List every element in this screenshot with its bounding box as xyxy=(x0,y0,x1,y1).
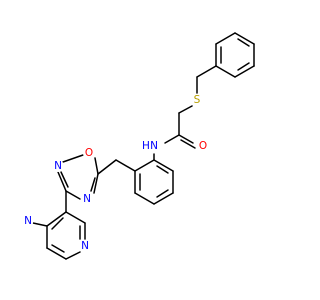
bond xyxy=(93,173,99,194)
bond xyxy=(156,165,169,174)
carbonyl-oxygen-atom: O xyxy=(197,140,209,152)
atom-label-o: O xyxy=(199,140,207,152)
pyrazine-nitrogen-atom: N xyxy=(22,215,34,227)
bond xyxy=(237,62,250,71)
bond xyxy=(196,65,217,78)
bond xyxy=(180,139,196,149)
atom-label-n: N xyxy=(24,215,32,227)
atom-label-o: O xyxy=(85,147,93,159)
amide-nitrogen-atom: N xyxy=(148,140,160,152)
oxadiazole-nitrogen-atom: N xyxy=(81,193,93,205)
bond xyxy=(134,159,155,172)
bond xyxy=(51,217,64,230)
atom-label-n: N xyxy=(81,240,89,252)
molecule-diagram: S O N H O N N N xyxy=(22,32,255,260)
bond xyxy=(178,105,193,114)
amide-hydrogen-atom: H xyxy=(141,140,151,152)
bond xyxy=(134,192,155,205)
bond xyxy=(237,38,250,47)
bond xyxy=(65,211,86,224)
pyrazine-nitrogen-atom: N xyxy=(79,240,91,252)
bond xyxy=(57,171,67,192)
bond xyxy=(60,171,69,188)
bond xyxy=(94,157,99,175)
bond xyxy=(65,190,81,200)
atom-label-n: N xyxy=(54,160,62,172)
bond xyxy=(46,211,67,227)
oxadiazole-nitrogen-atom: N xyxy=(52,160,64,172)
bond xyxy=(215,32,236,45)
bond-lines xyxy=(46,32,255,260)
bond xyxy=(51,244,65,253)
bond xyxy=(115,159,136,172)
atom-labels: S O N H O N N N xyxy=(22,94,209,252)
bond xyxy=(153,192,174,205)
bond xyxy=(65,251,81,260)
atom-label-h: H xyxy=(142,140,150,152)
bond xyxy=(32,222,48,227)
atom-label-n: N xyxy=(150,140,158,152)
bond xyxy=(153,159,174,172)
bond xyxy=(234,65,255,78)
bond xyxy=(97,159,117,175)
bond xyxy=(164,134,180,144)
oxadiazole-oxygen-atom: O xyxy=(83,147,95,159)
bond xyxy=(215,65,236,78)
bond xyxy=(46,247,67,260)
atom-label-n: N xyxy=(83,193,91,205)
atom-label-s: S xyxy=(194,94,201,106)
bond xyxy=(234,32,255,45)
sulfur-atom: S xyxy=(191,94,203,106)
bond xyxy=(62,154,84,163)
bond xyxy=(178,134,194,144)
bond xyxy=(90,177,96,192)
bond xyxy=(156,189,169,198)
